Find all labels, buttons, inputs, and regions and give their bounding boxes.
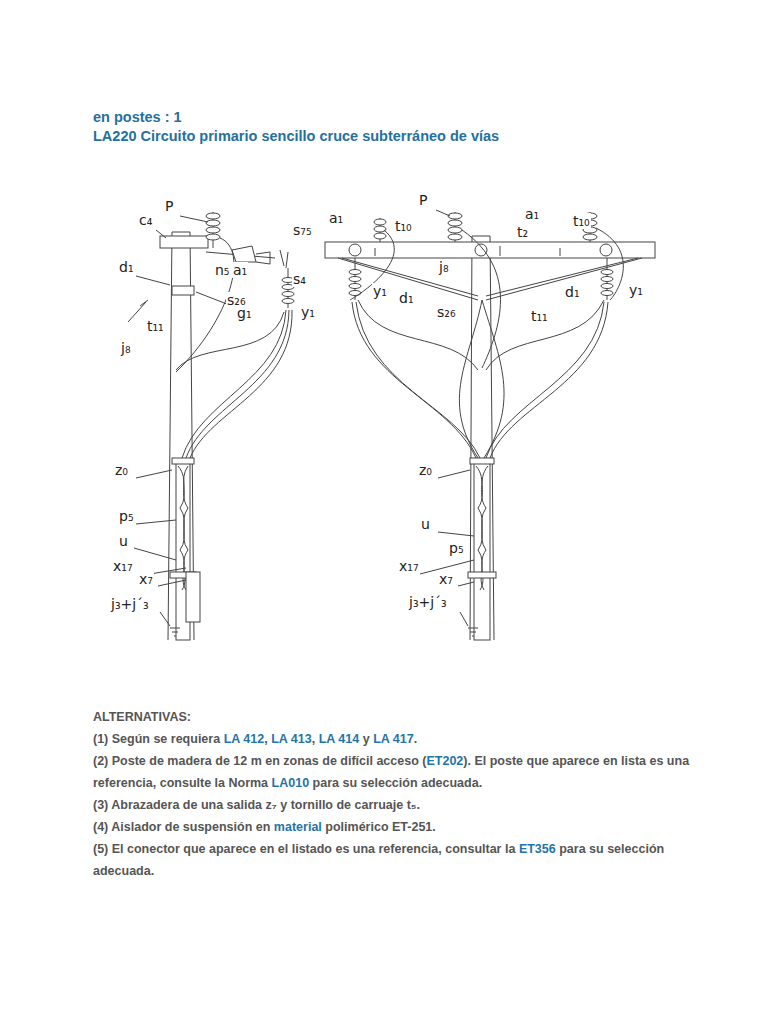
note-text: , — [264, 732, 267, 746]
callout-label: p₅ — [118, 508, 135, 524]
callout-label: z₀ — [418, 462, 433, 478]
callout-label: j₈ — [120, 340, 132, 356]
callout-label: t₁₀ — [572, 213, 591, 229]
callout-label: u — [118, 533, 129, 549]
note-text: (5) El conector que aparece en el listad… — [93, 842, 515, 856]
note-text: (2) Poste de madera de 12 m en zonas de … — [93, 754, 426, 768]
callout-label: a₁ — [328, 210, 344, 226]
callout-label: x₇ — [438, 571, 454, 587]
reference-link: LA 414 — [319, 732, 360, 746]
callout-label: d₁ — [118, 259, 135, 275]
callout-label: g₁ — [236, 305, 253, 321]
callout-label: P — [164, 198, 174, 214]
callout-label: t₁₁ — [530, 308, 549, 324]
callout-label: x₁₇ — [112, 558, 134, 574]
callout-label: t₂ — [516, 224, 529, 240]
note-text: (1) Según se requiera — [93, 732, 220, 746]
callout-label: j₃+j´₃ — [408, 594, 448, 610]
callout-label: z₀ — [114, 462, 129, 478]
callout-label: x₁₇ — [398, 558, 420, 574]
callout-label: s₇₅ — [292, 222, 313, 238]
callout-label: n₅ — [214, 262, 231, 278]
note-paragraph: (4) Aislador de suspensión en materialpol… — [93, 816, 693, 838]
diagram-title: LA220 Circuito primario sencillo cruce s… — [93, 128, 499, 144]
callout-label: y₁ — [628, 282, 644, 298]
callout-label: t₁₀ — [394, 218, 413, 234]
callout-label: d₁ — [398, 290, 415, 306]
callout-label: u — [420, 516, 431, 532]
callout-label: t₁₁ — [146, 318, 165, 334]
reference-link: LA010 — [272, 776, 310, 790]
callout-label: p₅ — [448, 540, 465, 556]
note-text: (4) Aislador de suspensión en — [93, 820, 270, 834]
note-paragraph: (2) Poste de madera de 12 m en zonas de … — [93, 750, 693, 794]
callout-label: s₄ — [292, 271, 307, 287]
callout-label: a₁ — [232, 262, 248, 278]
notes-heading: ALTERNATIVAS: — [93, 706, 693, 728]
reference-link: LA 413 — [271, 732, 312, 746]
note-paragraph: (3) Abrazadera de una salida z₇ y tornil… — [93, 794, 693, 816]
page-heading: en postes : 1 — [93, 109, 182, 125]
note-text: y — [363, 732, 370, 746]
note-text: polimérico ET-251. — [325, 820, 435, 834]
note-text: , — [312, 732, 315, 746]
note-text: . — [414, 732, 417, 746]
callout-label: x₇ — [138, 571, 154, 587]
note-paragraph: (5) El conector que aparece en el listad… — [93, 838, 693, 882]
reference-link: material — [274, 820, 322, 834]
callout-label: j₈ — [438, 259, 450, 275]
reference-link: LA 412 — [224, 732, 265, 746]
callout-label: P — [418, 192, 428, 208]
callout-label: s₂₆ — [436, 304, 457, 320]
reference-link: LA 417 — [373, 732, 414, 746]
reference-link: ET356 — [519, 842, 556, 856]
callout-label: d₁ — [564, 284, 581, 300]
callout-label: j₃+j´₃ — [110, 596, 150, 612]
note-text: (3) Abrazadera de una salida z₇ y tornil… — [93, 798, 420, 812]
reference-link: ET202 — [426, 754, 463, 768]
callout-label: y₁ — [372, 283, 388, 299]
callout-label: y₁ — [300, 304, 316, 320]
note-text: para su selección adecuada. — [313, 776, 483, 790]
callout-label: c₄ — [138, 212, 153, 228]
note-paragraph: (1) Según se requieraLA 412,LA 413,LA 41… — [93, 728, 693, 750]
callout-label: a₁ — [524, 206, 540, 222]
